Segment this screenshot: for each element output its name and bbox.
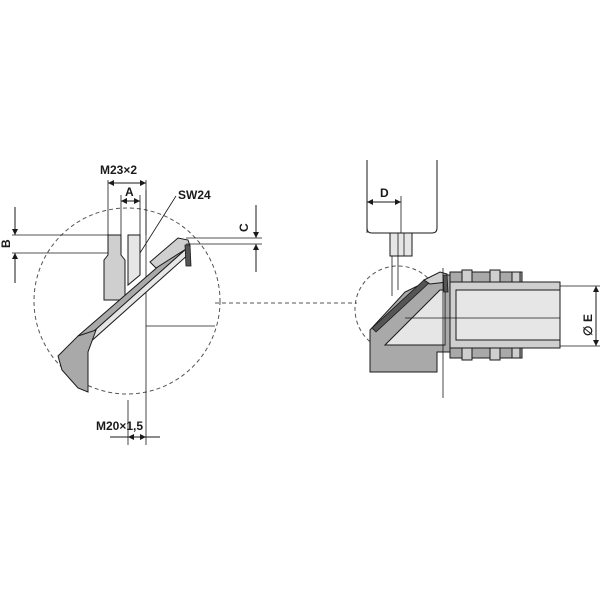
dim-d-label: D <box>380 186 389 200</box>
upper-collar <box>449 271 523 283</box>
dim-e-label: E <box>581 314 595 322</box>
fitting-stem <box>127 234 141 287</box>
thread-top-label: M23×2 <box>100 163 137 177</box>
dim-b-label: B <box>0 239 13 248</box>
pipe-inner <box>455 289 561 341</box>
thread-bottom-label: M20×1,5 <box>96 419 143 433</box>
detail-circle <box>33 207 221 395</box>
detail-view-left: A M23×2 SW24 B C M20×1,5 <box>0 163 262 445</box>
fitting-body <box>103 234 126 301</box>
wrench-size-label: SW24 <box>178 188 211 202</box>
dim-a-label: A <box>125 185 134 199</box>
lower-body <box>57 329 97 393</box>
dim-c-label: C <box>237 223 251 232</box>
vertical-pin <box>389 232 413 257</box>
seal-pin <box>184 244 192 267</box>
upper-block <box>366 160 438 234</box>
lower-collar <box>449 347 523 359</box>
sw24-leader <box>139 195 177 254</box>
diameter-symbol: ∅ <box>581 326 595 336</box>
assembly-view-right: D E ∅ <box>354 160 600 398</box>
